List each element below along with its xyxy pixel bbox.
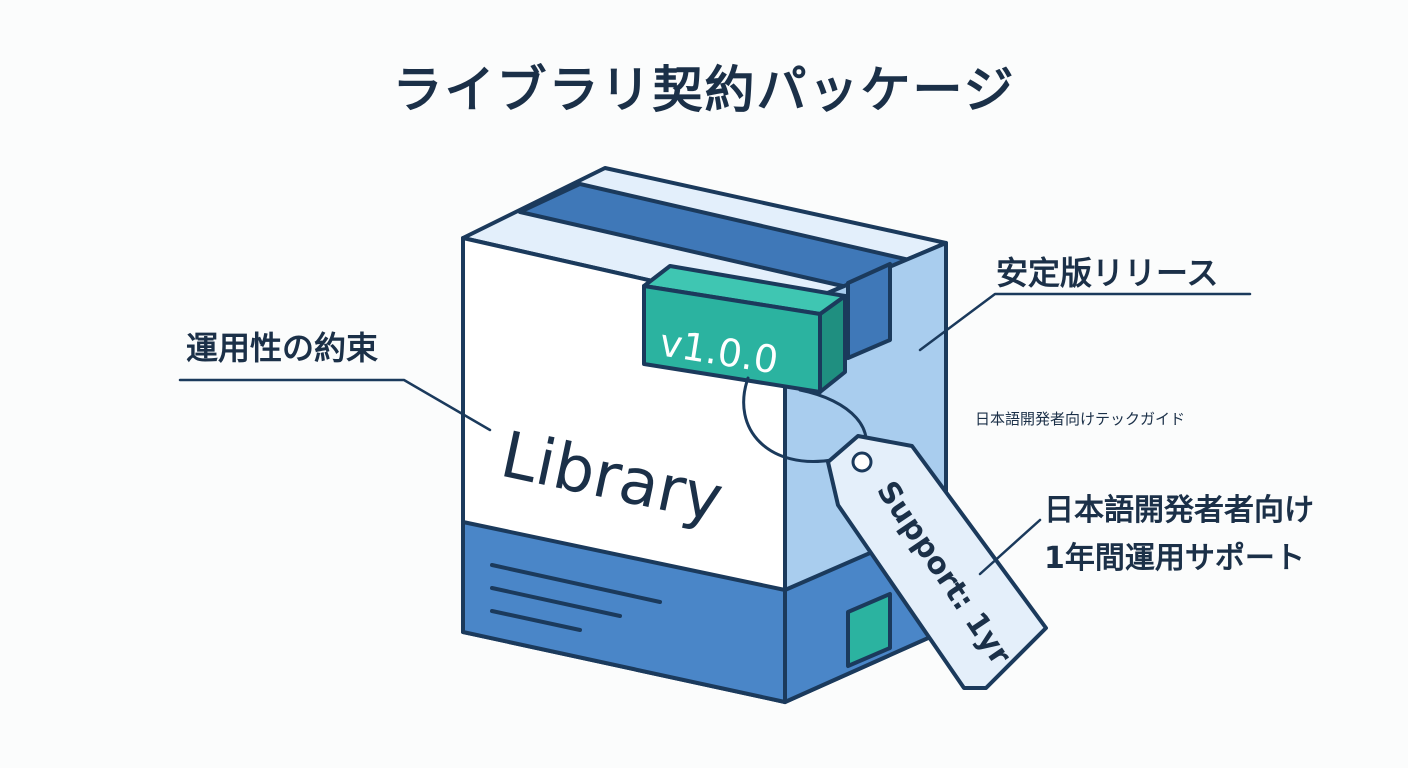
callout-support-line1: 日本語開発者者向け <box>1044 493 1314 528</box>
callout-small-note: 日本語開発者向けテックガイド <box>975 410 1186 428</box>
leader-left <box>178 378 492 432</box>
leader-right-top <box>918 292 1252 352</box>
box-tape-side <box>846 262 892 360</box>
tag-hole <box>851 451 873 473</box>
box-side-teal-patch <box>846 592 892 668</box>
tag-string <box>742 376 834 463</box>
page-title: ライブラリ契約パッケージ <box>392 61 1016 119</box>
callout-stable-release: 安定版リリース <box>996 254 1219 292</box>
support-tag <box>826 434 1048 690</box>
callout-support-line2: 1年間運用サポート <box>1044 541 1305 576</box>
version-badge-front <box>642 284 822 394</box>
callout-support: 日本語開発者者向け 1年間運用サポート <box>1044 487 1314 583</box>
leader-support <box>978 518 1042 576</box>
callout-left: 運用性の約束 <box>186 329 379 367</box>
box-stripe-3 <box>490 609 582 632</box>
box-front-band <box>461 520 787 704</box>
box-stripe-1 <box>490 563 662 604</box>
box-stripe-2 <box>490 586 622 618</box>
